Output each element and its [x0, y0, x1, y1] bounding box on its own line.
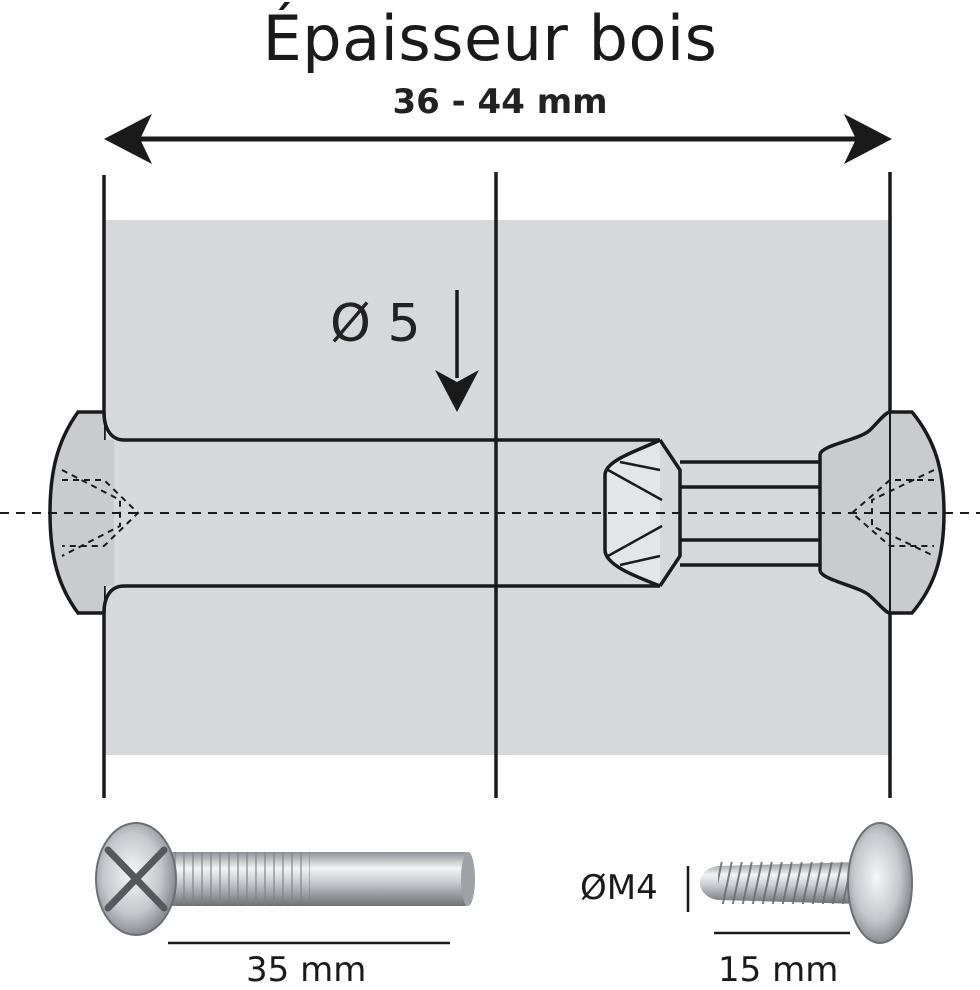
sleeve-nut-photo	[95, 822, 475, 945]
screw-length-label: 15 mm	[718, 950, 839, 990]
double-arrow-icon	[104, 114, 892, 164]
screw-thread-label: ØM4	[580, 868, 658, 908]
screw-photo	[686, 822, 913, 944]
sleeve-length-label: 35 mm	[246, 950, 367, 990]
diagram-title: Épaisseur bois	[262, 2, 718, 75]
down-arrow-icon	[435, 290, 479, 412]
bolt-diameter-label: Ø 5	[330, 294, 421, 354]
thickness-range-label: 36 - 44 mm	[392, 82, 608, 122]
wood-panel-left	[104, 220, 496, 755]
